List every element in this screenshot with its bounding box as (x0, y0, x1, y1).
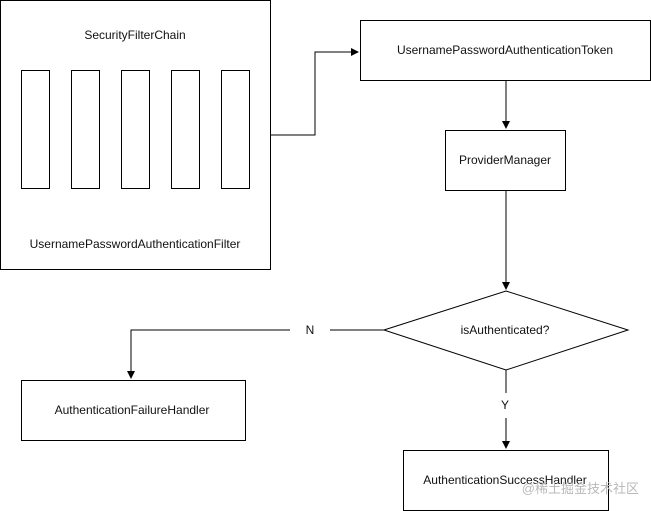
failure-handler-box (21, 380, 246, 441)
arrow-no-to-failure (127, 329, 290, 379)
success-handler-label: AuthenticationSuccessHandler (423, 473, 587, 487)
no-branch-label: N (305, 323, 315, 337)
filter-bar-2 (71, 70, 100, 189)
watermark: @稀土掘金技术社区 (521, 481, 639, 496)
success-handler-box (403, 450, 609, 511)
username-password-filter-label: UsernamePasswordAuthenticationFilter (29, 237, 241, 251)
filter-bar-1 (21, 70, 50, 189)
arrow-chain-to-token (270, 48, 359, 136)
filter-bar-5 (221, 70, 250, 189)
filter-bar-4 (171, 70, 200, 189)
decision-diamond (382, 290, 630, 371)
provider-manager-label: ProviderManager (458, 153, 552, 167)
failure-handler-label: AuthenticationFailureHandler (54, 403, 210, 417)
filter-bar-3 (121, 70, 150, 189)
yes-branch-label: Y (500, 398, 510, 412)
token-box (360, 20, 651, 81)
provider-manager-box (445, 130, 566, 191)
decision-label: isAuthenticated? (460, 323, 550, 337)
token-label: UsernamePasswordAuthenticationToken (396, 43, 614, 57)
security-filter-chain-label: SecurityFilterChain (84, 28, 186, 42)
